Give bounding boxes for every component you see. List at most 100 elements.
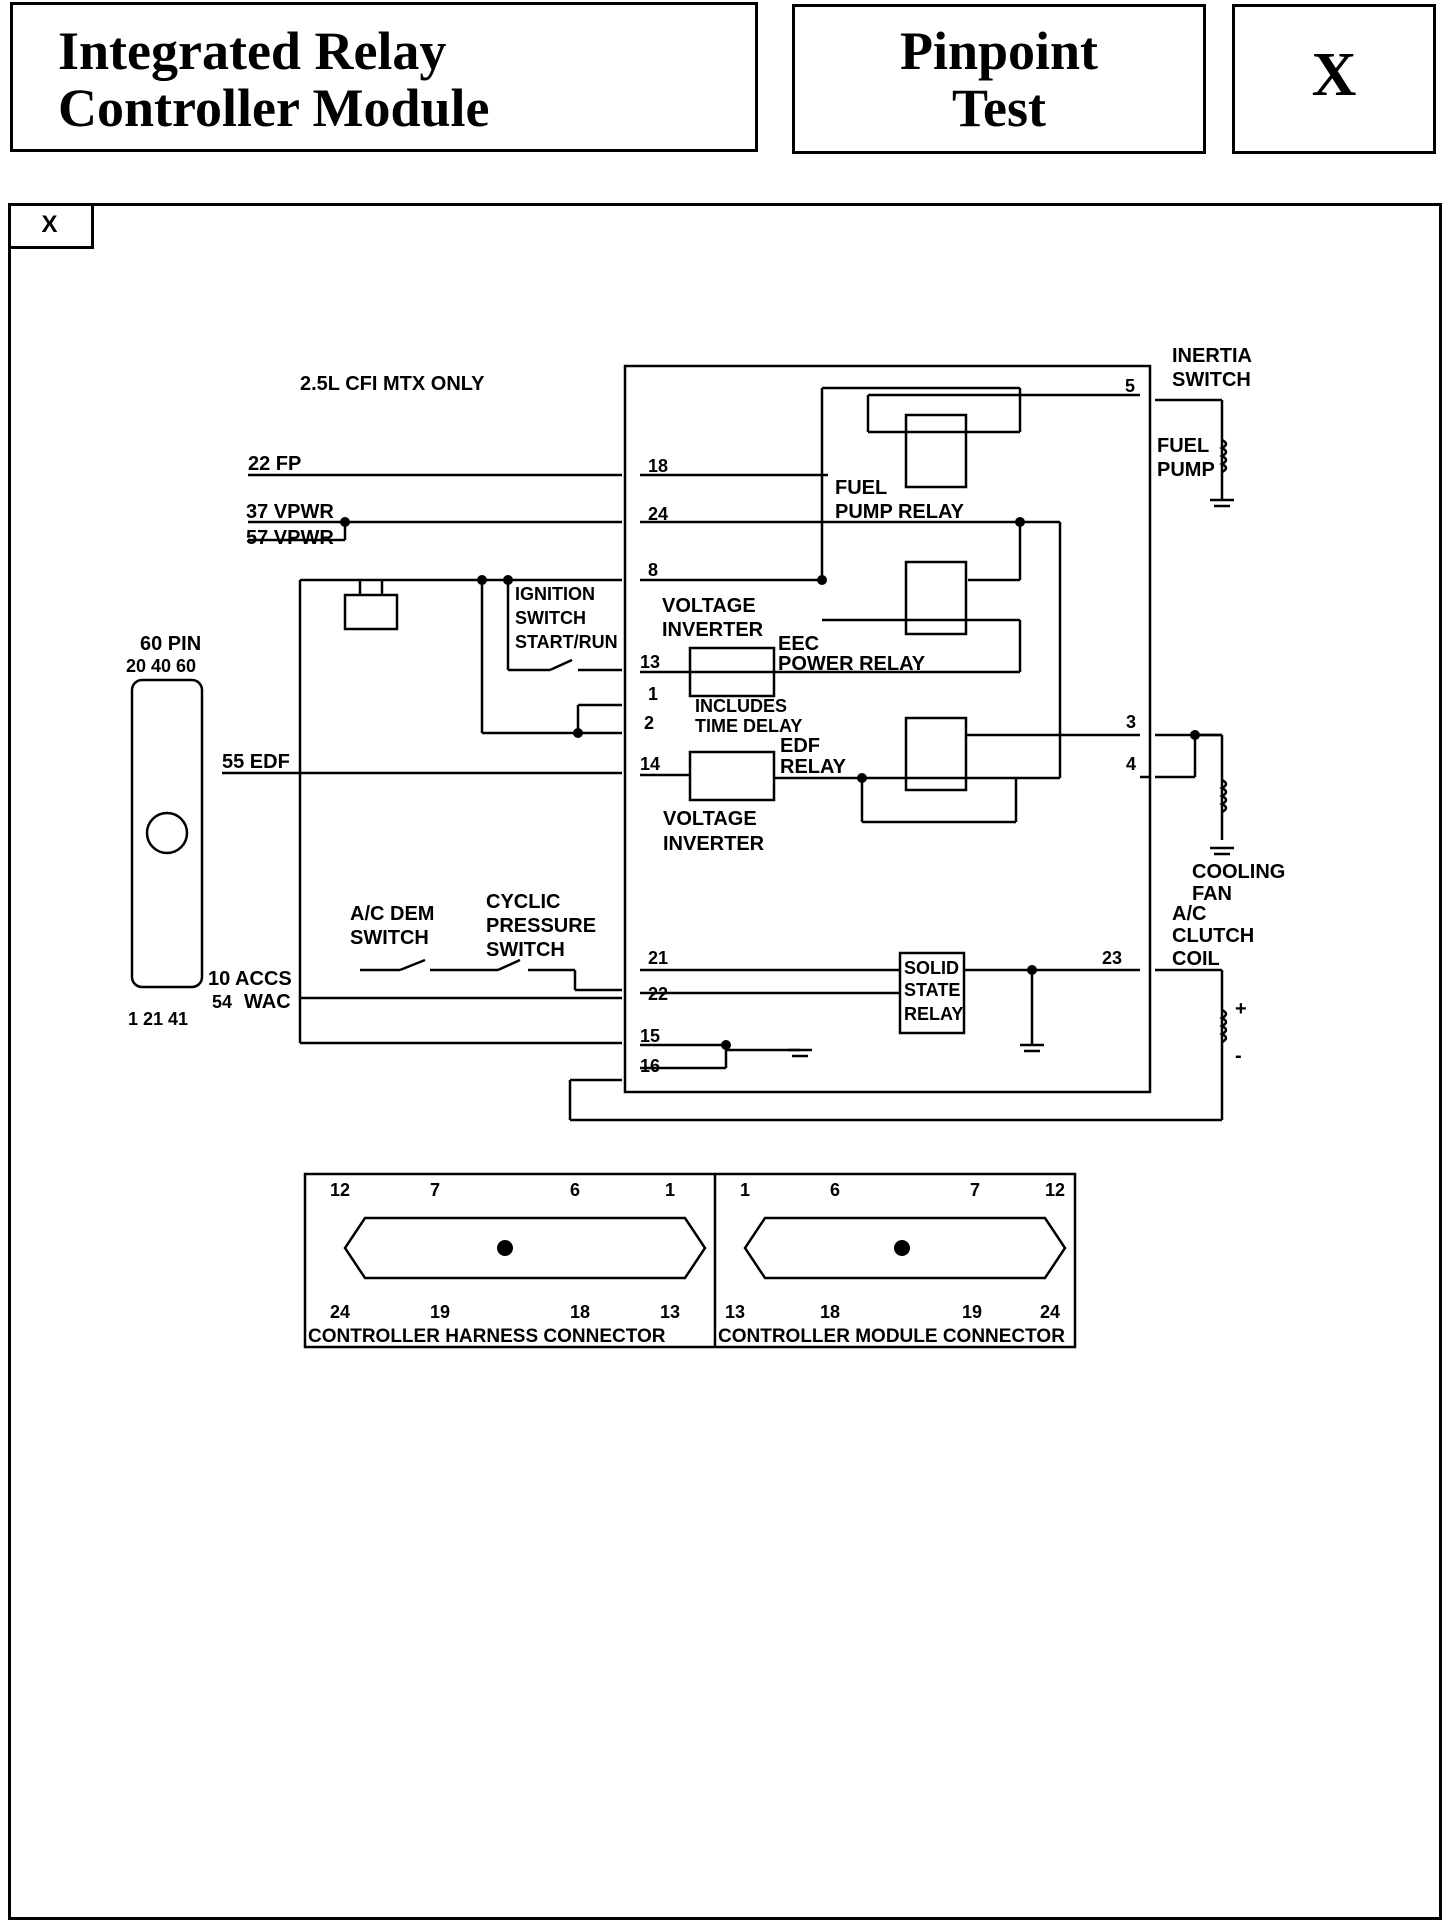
pin-4: 4 (1126, 754, 1136, 774)
cyclic-label-3: SWITCH (486, 939, 565, 961)
solid-state-relay (898, 951, 966, 1035)
cooling-fan-label-2: FAN (1192, 883, 1232, 905)
cyclic-label-2: PRESSURE (486, 915, 596, 937)
edf-relay (904, 716, 968, 792)
harness-pin-7: 7 (430, 1180, 440, 1200)
controller-module-box (623, 364, 1152, 1094)
module-pin-18: 18 (820, 1302, 840, 1322)
cooling-fan-label-1: COOLING (1192, 861, 1285, 883)
diagram-frame (8, 203, 1442, 1920)
cyclic-label-1: CYCLIC (486, 891, 560, 913)
fuse-symbol (343, 593, 399, 631)
note-label: 2.5L CFI MTX ONLY (300, 373, 485, 395)
fuel-pump-label-2: PUMP (1157, 459, 1215, 481)
voltage-inverter-2-label-a: VOLTAGE (663, 808, 757, 830)
pin-18: 18 (648, 456, 668, 476)
input-wac-num: 54 (212, 992, 232, 1012)
connector-panel (303, 1172, 1077, 1349)
module-pin-13: 13 (725, 1302, 745, 1322)
harness-pin-13: 13 (660, 1302, 680, 1322)
title-line-1: Integrated Relay (58, 21, 447, 81)
harness-connector-caption: CONTROLLER HARNESS CONNECTOR (308, 1326, 666, 1347)
ecu-60-pin-connector (130, 678, 204, 989)
ssr-label-3: RELAY (904, 1004, 963, 1024)
time-delay-label: TIME DELAY (695, 716, 802, 736)
pinpoint-label: Pinpoint (899, 21, 1099, 81)
pin-8: 8 (648, 560, 658, 580)
ecu-top-pins: 20 40 60 (126, 656, 196, 676)
test-code-box: X (1232, 4, 1436, 154)
pin-15: 15 (640, 1026, 660, 1046)
ac-clutch-label-3: COIL (1172, 948, 1220, 970)
module-pin-7: 7 (970, 1180, 980, 1200)
eec-relay-label-1: EEC (778, 633, 819, 655)
pin-16: 16 (640, 1056, 660, 1076)
harness-pin-19: 19 (430, 1302, 450, 1322)
pin-5: 5 (1125, 376, 1135, 396)
pin-21: 21 (648, 948, 668, 968)
harness-pin-6: 6 (570, 1180, 580, 1200)
pin-13: 13 (640, 652, 660, 672)
module-pin-24: 24 (1040, 1302, 1060, 1322)
eec-power-relay (904, 560, 968, 636)
voltage-inverter-2 (688, 750, 776, 802)
minus-sign: - (1235, 1045, 1242, 1067)
input-vpwr-57: 57 VPWR (246, 527, 334, 549)
frame-tab: X (8, 203, 94, 249)
harness-pin-18: 18 (570, 1302, 590, 1322)
inertia-label-2: SWITCH (1172, 369, 1251, 391)
harness-pin-1: 1 (665, 1180, 675, 1200)
voltage-inverter-1 (688, 646, 776, 698)
voltage-inverter-1-label-b: INVERTER (662, 619, 764, 641)
fuel-pump-relay-label-2: PUMP RELAY (835, 501, 965, 523)
pin-14: 14 (640, 754, 660, 774)
input-edf: 55 EDF (222, 751, 290, 773)
module-pin-1: 1 (740, 1180, 750, 1200)
harness-pin-24: 24 (330, 1302, 350, 1322)
ignition-label-3: START/RUN (515, 632, 618, 652)
module-connector-shape (743, 1216, 1067, 1280)
ecu-label: 60 PIN (140, 633, 201, 655)
fuel-pump-label-1: FUEL (1157, 435, 1209, 457)
ac-dem-label-1: A/C DEM (350, 903, 434, 925)
ignition-label-1: IGNITION (515, 584, 595, 604)
pin-23: 23 (1102, 948, 1122, 968)
edf-relay-label-1: EDF (780, 735, 820, 757)
ssr-label-2: STATE (904, 980, 960, 1000)
module-pin-19: 19 (962, 1302, 982, 1322)
harness-connector-shape (343, 1216, 707, 1280)
pin-3: 3 (1126, 712, 1136, 732)
module-pin-6: 6 (830, 1180, 840, 1200)
input-accs: 10 ACCS (208, 968, 292, 990)
ac-dem-label-2: SWITCH (350, 927, 429, 949)
plus-sign: + (1235, 998, 1247, 1020)
module-pin-12: 12 (1045, 1180, 1065, 1200)
module-connector-caption: CONTROLLER MODULE CONNECTOR (718, 1326, 1065, 1347)
title-line-2: Controller Module (58, 77, 490, 138)
ssr-label-1: SOLID (904, 958, 959, 978)
ac-clutch-label-1: A/C (1172, 903, 1206, 925)
pin-2: 2 (644, 713, 654, 733)
fuel-pump-relay-label-1: FUEL (835, 477, 887, 499)
input-vpwr-37: 37 VPWR (246, 501, 334, 523)
fuel-pump-relay (904, 413, 968, 489)
harness-pin-12: 12 (330, 1180, 350, 1200)
input-fp: 22 FP (248, 453, 301, 475)
page-title: Integrated Relay Controller Module (58, 23, 489, 136)
input-wac: WAC (244, 991, 291, 1013)
inertia-label-1: INERTIA (1172, 345, 1252, 367)
eec-relay-label-2: POWER RELAY (778, 653, 926, 675)
ac-clutch-label-2: CLUTCH (1172, 925, 1254, 947)
pin-22: 22 (648, 984, 668, 1004)
test-label: Test (951, 77, 1047, 138)
pin-numbers: 18 24 8 13 1 2 14 21 22 15 16 5 3 4 23 (640, 376, 1136, 1076)
ecu-bottom-pins: 1 21 41 (128, 1009, 188, 1029)
voltage-inverter-1-label-a: VOLTAGE (662, 595, 756, 617)
pin-24: 24 (648, 504, 668, 524)
test-code: X (1311, 41, 1357, 109)
voltage-inverter-2-label-b: INVERTER (663, 833, 765, 855)
pin-1: 1 (648, 684, 658, 704)
ignition-label-2: SWITCH (515, 608, 586, 628)
edf-relay-label-2: RELAY (780, 756, 847, 778)
